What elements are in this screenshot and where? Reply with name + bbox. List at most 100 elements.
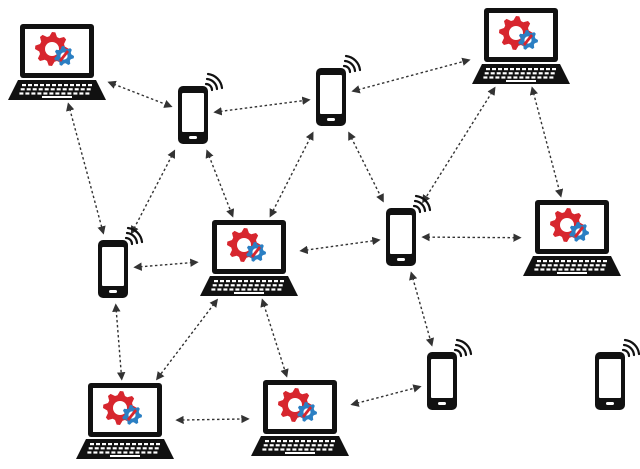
laptop-key — [583, 264, 588, 267]
laptop-key — [132, 443, 136, 446]
laptop-key — [129, 451, 134, 454]
laptop-key — [585, 260, 589, 263]
laptop-key — [87, 451, 92, 454]
laptop-key — [516, 68, 520, 71]
laptop-key — [26, 88, 31, 91]
laptop-key — [522, 68, 526, 71]
laptop-key — [329, 444, 334, 447]
laptop-key — [501, 76, 506, 79]
laptop-key — [105, 451, 110, 454]
laptop-key — [547, 264, 552, 267]
laptop-key — [224, 284, 229, 287]
connection-phone-4-laptop-3 — [133, 258, 199, 271]
laptop-key — [144, 443, 148, 446]
laptop-key — [136, 447, 141, 450]
laptop-key — [546, 68, 550, 71]
connection-laptop-3-laptop-6 — [260, 298, 289, 378]
connection-laptop-5-laptop-6 — [175, 414, 250, 425]
laptop-key — [508, 72, 513, 75]
connection-laptop-1-phone-1 — [107, 80, 173, 108]
laptop-key — [100, 447, 105, 450]
connection-laptop-4-phone-3 — [421, 232, 522, 242]
laptop-key — [570, 268, 575, 271]
laptop-key — [555, 260, 559, 263]
laptop-key — [567, 260, 571, 263]
laptop-key — [138, 443, 142, 446]
laptop-key — [544, 72, 549, 75]
laptop-key — [247, 288, 252, 291]
phone-home-button — [327, 118, 335, 121]
laptop-key — [528, 68, 532, 71]
laptop-key — [112, 447, 117, 450]
connection-laptop-3-phone-3 — [299, 236, 381, 255]
laptop-key — [549, 76, 554, 79]
laptop-key — [507, 76, 512, 79]
laptop-key — [571, 264, 576, 267]
laptop-key — [546, 268, 551, 271]
phone-home-button — [606, 402, 614, 405]
connection-phone-2-laptop-2 — [351, 57, 471, 94]
laptop-key — [573, 260, 577, 263]
laptop-key — [244, 280, 248, 283]
laptop-key — [118, 447, 123, 450]
laptop-key — [268, 280, 272, 283]
laptop-key — [67, 92, 72, 95]
laptop-key — [305, 444, 310, 447]
laptop-key — [323, 444, 328, 447]
laptop-key — [31, 92, 36, 95]
laptop-key — [99, 451, 104, 454]
laptop-key — [68, 88, 73, 91]
laptop-key — [325, 440, 329, 443]
phone-screen — [320, 75, 342, 114]
laptop-key — [212, 284, 217, 287]
phone-screen — [599, 359, 621, 398]
laptop-key — [295, 440, 299, 443]
laptop-key — [124, 447, 129, 450]
laptop-key — [520, 72, 525, 75]
laptop-key — [519, 76, 524, 79]
laptop-key — [214, 280, 218, 283]
laptop-key — [226, 280, 230, 283]
laptop-key — [58, 84, 62, 87]
wireless-signal-icon — [124, 226, 144, 246]
laptop-key — [543, 76, 548, 79]
laptop-key — [90, 443, 94, 446]
laptop-key — [537, 76, 542, 79]
laptop-key — [232, 280, 236, 283]
laptop-key — [504, 68, 508, 71]
gear-logo-icon — [499, 16, 538, 50]
laptop-key — [256, 280, 260, 283]
laptop-key — [120, 443, 124, 446]
laptop-key — [22, 84, 26, 87]
connection-links — [66, 57, 564, 425]
laptop-trackpad — [557, 272, 587, 274]
laptop-key — [538, 72, 543, 75]
laptop-key — [490, 72, 495, 75]
laptop-key — [484, 72, 489, 75]
phone-1 — [178, 72, 224, 144]
phone-screen — [102, 247, 124, 286]
laptop-key — [217, 288, 222, 291]
laptop-key — [541, 264, 546, 267]
laptop-key — [271, 440, 275, 443]
laptop-key — [154, 447, 159, 450]
laptop-key — [559, 264, 564, 267]
phone-home-button — [189, 136, 197, 139]
laptop-key — [86, 88, 91, 91]
laptop-key — [552, 268, 557, 271]
laptop-key — [70, 84, 74, 87]
laptop-key — [211, 288, 216, 291]
laptop-key — [316, 448, 321, 451]
laptop-key — [510, 68, 514, 71]
laptop-trackpad — [42, 96, 72, 98]
phone-screen — [182, 93, 204, 132]
laptop-key — [150, 443, 154, 446]
laptop-key — [64, 84, 68, 87]
laptop-key — [277, 440, 281, 443]
laptop-trackpad — [234, 292, 264, 294]
laptop-key — [220, 280, 224, 283]
laptop-key — [283, 440, 287, 443]
gear-logo-icon — [103, 391, 142, 425]
laptop-key — [88, 447, 93, 450]
laptop-key — [262, 448, 267, 451]
